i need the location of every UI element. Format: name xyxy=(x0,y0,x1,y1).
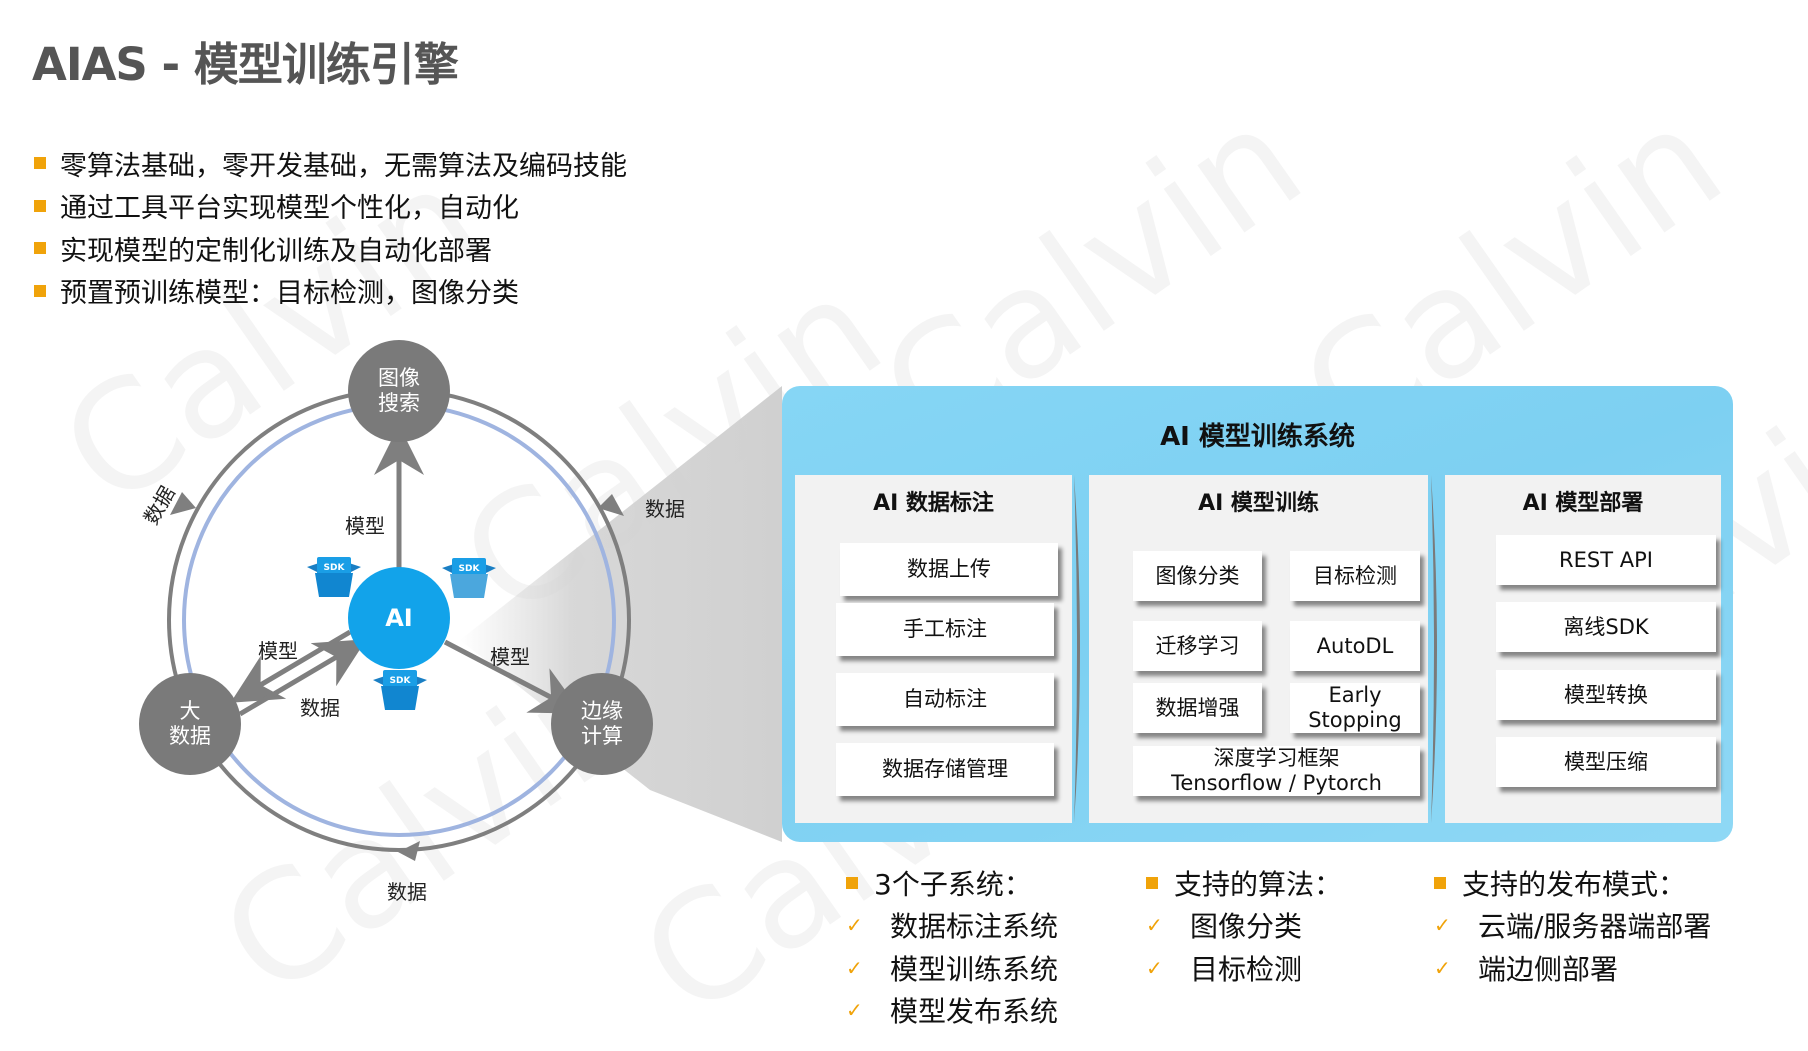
column-title: AI 模型训练 xyxy=(1198,491,1319,516)
square-bullet-icon xyxy=(34,284,46,297)
feature-bullet: 预置预训练模型：目标检测，图像分类 xyxy=(34,270,627,313)
node-image-search: 图像 搜索 xyxy=(348,340,450,442)
feature-box: 自动标注 xyxy=(836,673,1054,726)
square-bullet-icon xyxy=(1434,877,1446,889)
label-ring-data-bottom: 数据 xyxy=(387,880,427,904)
list-item: ✓模型训练系统 xyxy=(846,952,1059,986)
check-icon: ✓ xyxy=(846,955,863,980)
label-model-left: 模型 xyxy=(258,639,298,663)
feature-box: 模型压缩 xyxy=(1496,737,1716,787)
list-item: ✓模型发布系统 xyxy=(846,995,1059,1029)
ai-training-system-panel: AI 模型训练系统 AI 数据标注 数据上传 手工标注 自动标注 数据存储管理 … xyxy=(782,386,1733,842)
ring-arrow-icon xyxy=(398,841,420,861)
label-data-left: 数据 xyxy=(300,696,340,720)
feature-bullet-text: 零算法基础，零开发基础，无需算法及编码技能 xyxy=(60,150,627,182)
feature-bullet: 实现模型的定制化训练及自动化部署 xyxy=(34,227,627,270)
feature-box: 模型转换 xyxy=(1496,670,1716,720)
list-item: ✓端边侧部署 xyxy=(1434,952,1619,986)
zoom-shadow xyxy=(460,386,782,842)
node-big-data: 大 数据 xyxy=(139,673,241,775)
column-title: AI 数据标注 xyxy=(873,491,994,516)
feature-bullet-text: 通过工具平台实现模型个性化，自动化 xyxy=(60,193,519,225)
feature-box: 目标检测 xyxy=(1290,551,1420,601)
list-item: ✓图像分类 xyxy=(1146,910,1303,944)
list-heading: 支持的发布模式： xyxy=(1434,862,1711,904)
ring-arrow-icon xyxy=(598,494,624,516)
algorithms-list: 支持的算法： ✓图像分类 ✓目标检测 xyxy=(1146,862,1342,989)
deployment-modes-list: 支持的发布模式： ✓云端/服务器端部署 ✓端边侧部署 xyxy=(1434,862,1711,989)
column-model-training: AI 模型训练 图像分类 目标检测 迁移学习 AutoDL 数据增强 Early… xyxy=(1089,475,1428,823)
feature-box: 迁移学习 xyxy=(1133,621,1262,671)
column-data-annotation: AI 数据标注 数据上传 手工标注 自动标注 数据存储管理 xyxy=(795,475,1072,823)
svg-text:SDK: SDK xyxy=(390,676,412,686)
panel-title: AI 模型训练系统 xyxy=(1160,422,1355,452)
square-bullet-icon xyxy=(846,877,858,889)
page-title: AIAS - 模型训练引擎 xyxy=(32,38,459,91)
sdk-box-icon: SDK xyxy=(307,557,361,597)
chevron-separator-icon xyxy=(1431,475,1437,823)
list-item: ✓数据标注系统 xyxy=(846,910,1059,944)
node-ai: AI xyxy=(348,567,450,669)
feature-box: AutoDL xyxy=(1290,621,1420,671)
check-icon: ✓ xyxy=(846,998,863,1023)
check-icon: ✓ xyxy=(1434,913,1451,938)
square-bullet-icon xyxy=(1146,877,1158,889)
list-heading: 支持的算法： xyxy=(1146,862,1342,904)
chevron-separator-icon xyxy=(1074,475,1080,823)
sdk-box-icon: SDK xyxy=(442,558,496,598)
feature-bullet: 通过工具平台实现模型个性化，自动化 xyxy=(34,185,627,228)
feature-bullet-text: 实现模型的定制化训练及自动化部署 xyxy=(60,235,492,267)
label-model-top: 模型 xyxy=(345,514,385,538)
list-item: ✓目标检测 xyxy=(1146,952,1303,986)
feature-bullet-text: 预置预训练模型：目标检测，图像分类 xyxy=(60,278,519,310)
list-item: ✓云端/服务器端部署 xyxy=(1434,910,1712,944)
column-title: AI 模型部署 xyxy=(1522,491,1644,516)
feature-box: Early Stopping xyxy=(1290,683,1420,733)
square-bullet-icon xyxy=(34,157,46,170)
feature-box: 数据上传 xyxy=(840,543,1058,596)
svg-text:SDK: SDK xyxy=(324,563,346,573)
feature-box: 数据增强 xyxy=(1133,683,1262,733)
list-heading: 3个子系统： xyxy=(846,862,1058,904)
feature-box: 离线SDK xyxy=(1496,602,1716,652)
framework-box: 深度学习框架 Tensorflow / Pytorch xyxy=(1133,746,1420,796)
label-ring-data-right: 数据 xyxy=(645,497,685,521)
check-icon: ✓ xyxy=(846,913,863,938)
check-icon: ✓ xyxy=(1434,955,1451,980)
column-model-deployment: AI 模型部署 REST API 离线SDK 模型转换 模型压缩 xyxy=(1445,475,1721,823)
subsystems-list: 3个子系统： ✓数据标注系统 ✓模型训练系统 ✓模型发布系统 xyxy=(846,862,1058,1032)
square-bullet-icon xyxy=(34,199,46,212)
feature-box: REST API xyxy=(1496,535,1716,585)
feature-bullet-list: 零算法基础，零开发基础，无需算法及编码技能 通过工具平台实现模型个性化，自动化 … xyxy=(34,142,627,312)
svg-text:SDK: SDK xyxy=(459,564,481,574)
feature-box: 数据存储管理 xyxy=(836,743,1054,796)
square-bullet-icon xyxy=(34,242,46,255)
node-edge-computing: 边缘 计算 xyxy=(551,673,653,775)
ai-ecosystem-diagram: 图像 搜索 大 数据 边缘 计算 AI SDK SDK SDK 模型 模型 数据… xyxy=(0,300,760,940)
check-icon: ✓ xyxy=(1146,955,1163,980)
ring-arrow-icon xyxy=(170,492,196,515)
sdk-box-icon: SDK xyxy=(373,670,427,710)
check-icon: ✓ xyxy=(1146,913,1163,938)
feature-box: 图像分类 xyxy=(1133,551,1262,601)
feature-box: 手工标注 xyxy=(836,603,1054,656)
feature-bullet: 零算法基础，零开发基础，无需算法及编码技能 xyxy=(34,142,627,185)
label-model-right: 模型 xyxy=(490,645,530,669)
